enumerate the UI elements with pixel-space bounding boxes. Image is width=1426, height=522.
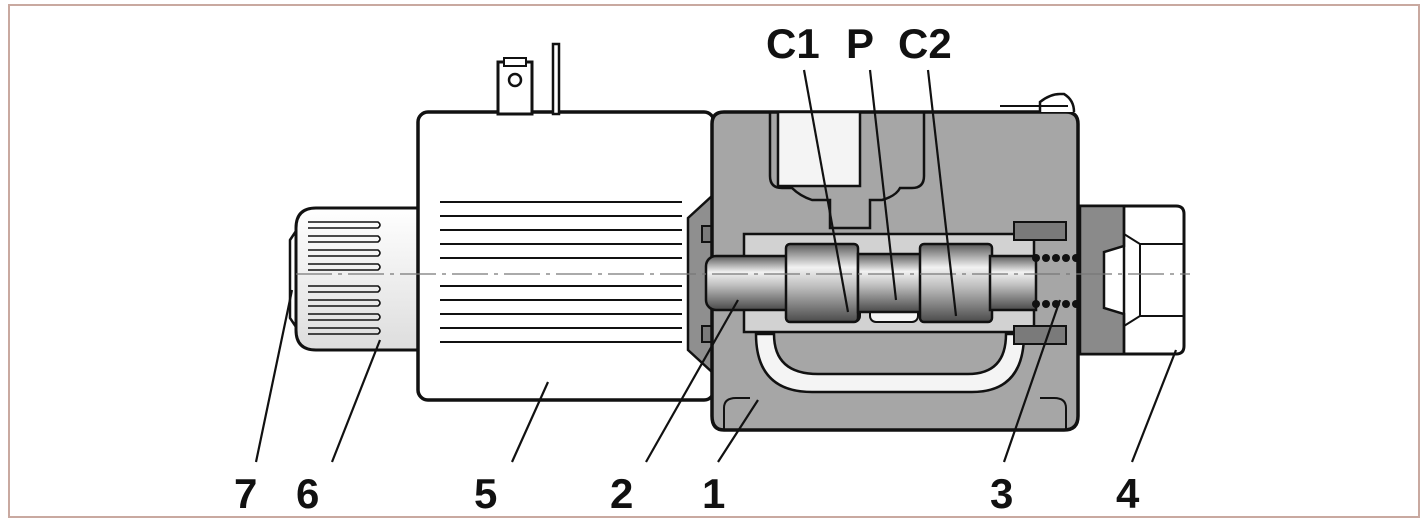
spool bbox=[704, 242, 1038, 324]
solenoid-coil-part-5 bbox=[416, 110, 716, 402]
leader-lines bbox=[254, 69, 1178, 463]
manual-override-knob-part-6 bbox=[294, 206, 420, 352]
part-label-3: 3 bbox=[990, 470, 1013, 517]
return-spring-part-3 bbox=[1013, 221, 1080, 345]
port-label-p: P bbox=[846, 20, 874, 67]
part-label-4: 4 bbox=[1116, 470, 1140, 517]
electrical-terminal bbox=[496, 42, 561, 116]
port-label-c1: C1 bbox=[766, 20, 820, 67]
end-plug-part-4 bbox=[1078, 204, 1186, 356]
part-label-5: 5 bbox=[474, 470, 497, 517]
port-label-c2: C2 bbox=[898, 20, 952, 67]
part-label-7: 7 bbox=[234, 470, 257, 517]
part-label-1: 1 bbox=[702, 470, 725, 517]
part-label-2: 2 bbox=[610, 470, 633, 517]
part-label-6: 6 bbox=[296, 470, 319, 517]
